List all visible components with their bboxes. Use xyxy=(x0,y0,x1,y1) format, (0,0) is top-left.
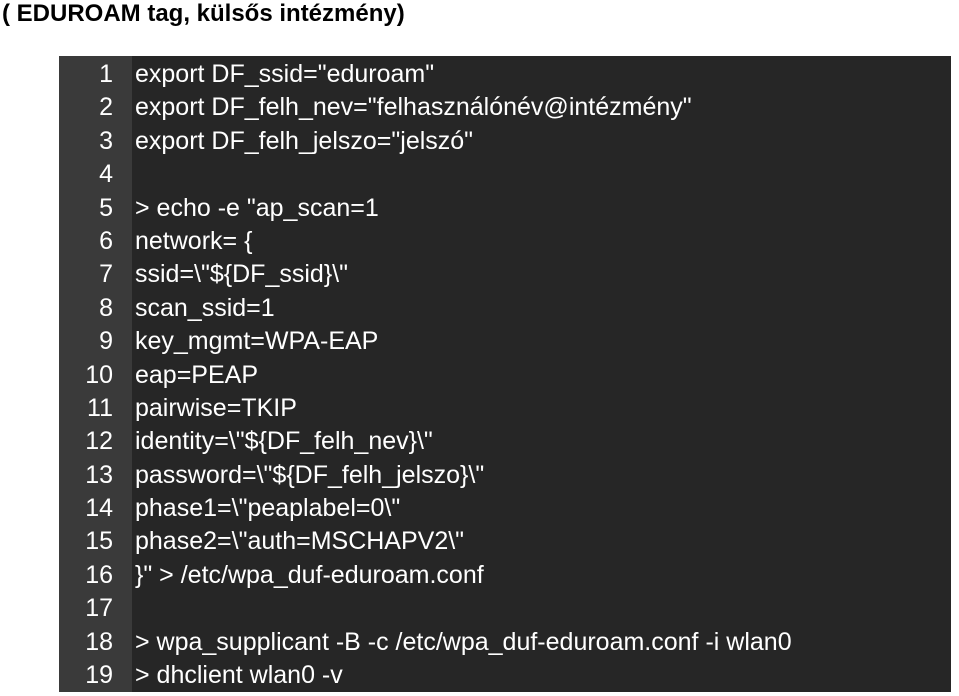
line-number: 7 xyxy=(99,260,113,289)
line-number-gutter xyxy=(59,56,132,692)
code-line: 11 pairwise=TKIP xyxy=(59,392,951,425)
code-text: }" > /etc/wpa_duf-eduroam.conf xyxy=(135,560,484,589)
code-text: pairwise=TKIP xyxy=(135,393,297,422)
code-line: 2 export DF_felh_nev="felhasználónév@int… xyxy=(59,91,951,124)
line-number: 16 xyxy=(85,560,113,589)
line-number: 6 xyxy=(99,226,113,255)
line-number: 9 xyxy=(99,327,113,356)
line-number: 19 xyxy=(85,661,113,690)
code-text: export DF_ssid="eduroam" xyxy=(135,60,435,88)
code-text: > wpa_supplicant -B -c /etc/wpa_duf-edur… xyxy=(135,627,792,656)
code-text: key_mgmt=WPA-EAP xyxy=(135,327,379,356)
code-text: eap=PEAP xyxy=(135,360,259,389)
code-line: 4 xyxy=(59,158,951,191)
page-title: ( EDUROAM tag, külsős intézmény) xyxy=(2,0,405,27)
code-line: 16 }" > /etc/wpa_duf-eduroam.conf xyxy=(59,559,951,592)
line-number: 3 xyxy=(99,126,113,155)
code-text: password=\"${DF_felh_jelszo}\" xyxy=(135,460,485,489)
line-number: 12 xyxy=(85,427,113,456)
code-editor: 1 export DF_ssid="eduroam" 2 export DF_f… xyxy=(59,56,951,692)
code-line: 13 password=\"${DF_felh_jelszo}\" xyxy=(59,459,951,492)
line-number: 14 xyxy=(85,494,113,523)
code-line: 9 key_mgmt=WPA-EAP xyxy=(59,325,951,358)
code-text: export DF_felh_jelszo="jelszó" xyxy=(135,126,474,155)
code-line: 17 xyxy=(59,592,951,625)
line-number: 18 xyxy=(85,627,113,656)
line-number: 13 xyxy=(85,460,113,489)
line-number: 10 xyxy=(85,360,113,389)
code-text: phase2=\"auth=MSCHAPV2\" xyxy=(135,527,465,556)
code-line: 19 > dhclient wlan0 -v xyxy=(59,659,951,692)
code-lines: 1 export DF_ssid="eduroam" 2 export DF_f… xyxy=(59,58,951,692)
code-line: 7 ssid=\"${DF_ssid}\" xyxy=(59,258,951,291)
code-line: 1 export DF_ssid="eduroam" xyxy=(59,58,951,91)
code-text: scan_ssid=1 xyxy=(135,293,275,322)
line-number: 4 xyxy=(99,160,113,189)
line-number: 2 xyxy=(99,93,113,122)
code-line: 18 > wpa_supplicant -B -c /etc/wpa_duf-e… xyxy=(59,626,951,659)
line-number: 11 xyxy=(87,393,113,422)
code-line: 3 export DF_felh_jelszo="jelszó" xyxy=(59,125,951,158)
code-text: ssid=\"${DF_ssid}\" xyxy=(135,260,348,289)
code-line: 12 identity=\"${DF_felh_nev}\" xyxy=(59,425,951,458)
code-line: 10 eap=PEAP xyxy=(59,359,951,392)
code-text: identity=\"${DF_felh_nev}\" xyxy=(135,427,433,456)
code-text: > dhclient wlan0 -v xyxy=(135,661,343,690)
line-number: 1 xyxy=(99,60,113,88)
code-line: 6 network= { xyxy=(59,225,951,258)
code-text: network= { xyxy=(135,226,253,255)
code-line: 14 phase1=\"peaplabel=0\" xyxy=(59,492,951,525)
code-text: phase1=\"peaplabel=0\" xyxy=(135,494,401,523)
code-line: 15 phase2=\"auth=MSCHAPV2\" xyxy=(59,525,951,558)
code-line: 5 > echo -e "ap_scan=1 xyxy=(59,192,951,225)
line-number: 17 xyxy=(85,594,113,623)
line-number: 5 xyxy=(99,193,113,222)
line-number: 8 xyxy=(99,293,113,322)
code-text: export DF_felh_nev="felhasználónév@intéz… xyxy=(135,93,692,122)
code-text: > echo -e "ap_scan=1 xyxy=(135,193,379,222)
line-number: 15 xyxy=(85,527,113,556)
code-line: 8 scan_ssid=1 xyxy=(59,292,951,325)
